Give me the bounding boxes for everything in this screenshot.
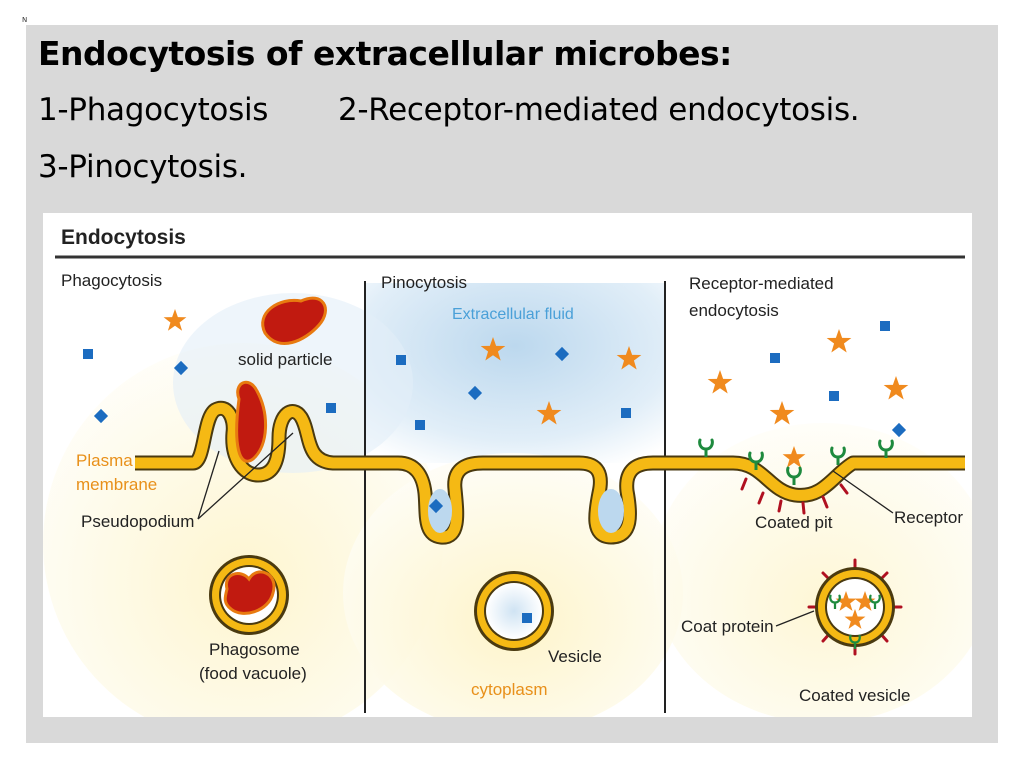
coated-pit-label: Coated pit (755, 513, 833, 532)
solid-particle-free (261, 296, 327, 345)
endocytosis-figure: Endocytosis Phagocytosis Pinocytosis Rec… (43, 213, 972, 717)
receptor-label: Receptor (894, 508, 963, 527)
plasma-membrane-label-2: membrane (76, 475, 157, 494)
endocytosis-diagram: Endocytosis Phagocytosis Pinocytosis Rec… (43, 213, 972, 717)
phagosome (209, 555, 289, 635)
extracellular-fluid-shade (365, 283, 665, 463)
coat-proteins-pit (740, 477, 849, 515)
list-item-pinocytosis: 3-Pinocytosis. (38, 149, 248, 185)
square-molecule (83, 349, 93, 359)
plasma-membrane (135, 400, 965, 545)
solid-particle-label: solid particle (238, 350, 333, 369)
coat-protein-label: Coat protein (681, 617, 774, 636)
diamond-molecule (467, 385, 483, 401)
diamond-molecule (428, 498, 444, 514)
corner-mark: N (22, 16, 28, 24)
phagosome-label-1: Phagosome (209, 640, 300, 659)
cytoplasm-label: cytoplasm (471, 680, 548, 699)
pinocytosis-pocket-1 (428, 489, 452, 533)
plasma-membrane-label-1: Plasma (76, 451, 133, 470)
square-molecule (880, 321, 890, 331)
receptor-title-line2: endocytosis (689, 301, 779, 320)
diamond-molecule (554, 346, 570, 362)
phagocytosis-title: Phagocytosis (61, 271, 162, 290)
square-molecule (770, 353, 780, 363)
square-molecule (326, 403, 336, 413)
coated-vesicle-label: Coated vesicle (799, 686, 911, 705)
list-item-receptor-mediated: 2-Receptor-mediated endocytosis. (338, 92, 860, 128)
coated-vesicle (807, 558, 903, 656)
solid-particle-engulfed (235, 380, 268, 463)
vesicle-label: Vesicle (548, 647, 602, 666)
figure-title: Endocytosis (61, 226, 186, 249)
square-molecule (621, 408, 631, 418)
diamond-molecule (173, 360, 189, 376)
receptor-title-line1: Receptor-mediated (689, 274, 834, 293)
pinocytosis-pocket-2 (598, 489, 624, 533)
square-molecule (396, 355, 406, 365)
pseudopodium-pointer-lines (197, 432, 294, 520)
cytoplasm-shade-3 (653, 423, 972, 717)
phagosome-label-2: (food vacuole) (199, 664, 307, 683)
diamond-molecule (891, 422, 907, 438)
square-molecule (829, 391, 839, 401)
pinocytosis-title: Pinocytosis (381, 273, 467, 292)
coat-protein-pointer-line (775, 610, 815, 627)
pseudopodium-label: Pseudopodium (81, 512, 194, 531)
list-item-phagocytosis: 1-Phagocytosis (38, 92, 269, 128)
square-molecule (415, 420, 425, 430)
vesicle (474, 571, 554, 651)
diamond-molecule (93, 408, 109, 424)
slide-heading: Endocytosis of extracellular microbes: (38, 34, 732, 73)
extracellular-fluid-label: Extracellular fluid (452, 306, 574, 323)
receptor-pointer-line (832, 470, 894, 514)
